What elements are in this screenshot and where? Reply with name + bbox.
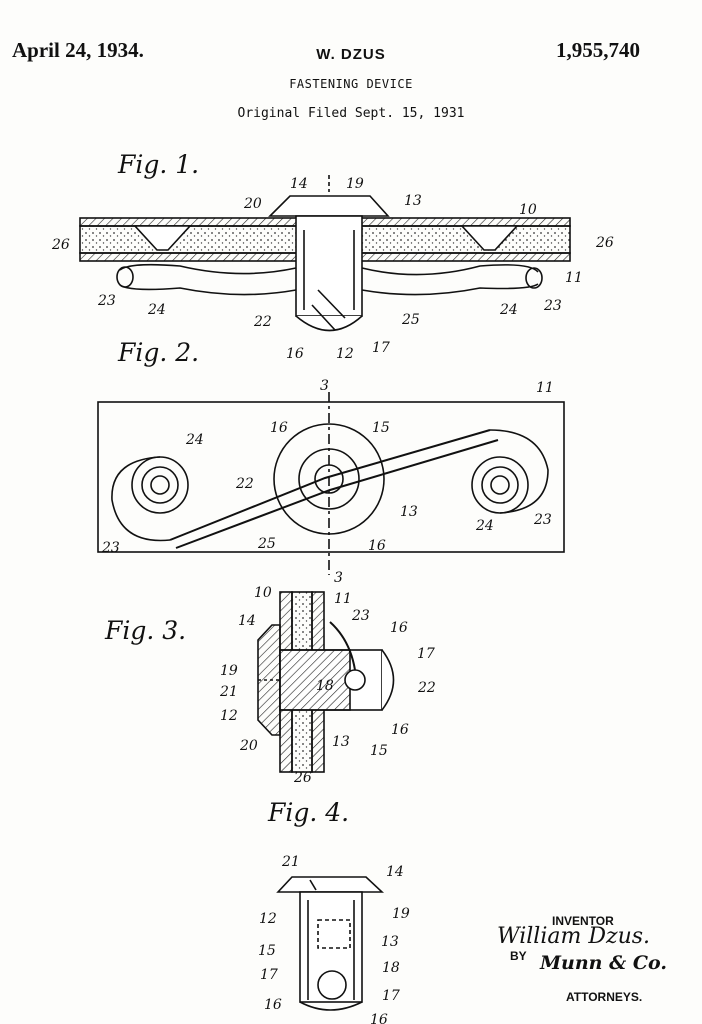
fig2-refs: 3 11 16 15 24 22 13 25 16 23 24 23 3 (101, 378, 554, 586)
fig3-stud-head (257, 624, 281, 736)
fig4-ref-21: 21 (281, 854, 300, 870)
fig4-ref-15: 15 (258, 943, 276, 959)
fig1-ref-22: 22 (253, 314, 272, 330)
fig1-drawing (79, 175, 571, 332)
fig2-ref-24-left: 24 (185, 432, 204, 448)
fig1-ref-24-left: 24 (147, 302, 166, 318)
fig2-ref-24-right: 24 (475, 518, 494, 534)
fig3-ref-17: 17 (417, 646, 435, 662)
fig4-refs: 21 14 12 19 15 13 17 18 16 17 16 (258, 854, 410, 1024)
fig4-ref-16-left: 16 (264, 997, 282, 1013)
fig1-left-countersink (133, 225, 192, 251)
fig3-ref-23: 23 (351, 608, 370, 624)
fig4-label: Fig. 4. (268, 798, 350, 827)
fig2-ref-23-right: 23 (533, 512, 552, 528)
fig1-spring-left (119, 263, 297, 275)
fig1-ref-12: 12 (336, 346, 354, 362)
fig1-ref-23-left: 23 (97, 293, 116, 309)
fig3-ref-16-bottom: 16 (391, 722, 409, 738)
fig4-ref-17-right: 17 (382, 988, 400, 1004)
fig2-ref-15: 15 (372, 420, 390, 436)
fig1-ref-16: 16 (286, 346, 304, 362)
fig1-ref-10: 10 (519, 202, 537, 218)
fig2-ref-11: 11 (536, 380, 554, 396)
fig1-ref-14: 14 (290, 176, 308, 192)
patent-number: 1,955,740 (556, 38, 640, 62)
fig3-ref-16-top: 16 (390, 620, 408, 636)
fig1-ref-24-right: 24 (499, 302, 518, 318)
fig3-ref-15: 15 (370, 743, 388, 759)
fig2-ref-16-top: 16 (270, 420, 288, 436)
fig4-drawing (276, 876, 385, 1011)
inventor-name: William Dzus. (497, 924, 651, 949)
fig1-ref-25: 25 (401, 312, 420, 328)
fig3-ref-12: 12 (220, 708, 238, 724)
attorneys-label: ATTORNEYS. (566, 990, 643, 1004)
inventor-label: INVENTOR (552, 914, 614, 928)
by-label: BY (510, 949, 527, 963)
fig4-ref-13: 13 (381, 934, 399, 950)
fig1-refs: 14 19 20 13 10 26 26 11 23 24 22 16 12 1… (51, 176, 614, 362)
fig1-ref-20: 20 (243, 196, 262, 212)
fig1-ref-26-right: 26 (595, 235, 614, 251)
fig3-stud-tip (381, 649, 395, 711)
fig3-refs: 10 11 14 23 16 17 19 21 18 22 12 16 20 1… (219, 585, 436, 786)
fig2-plate-outline (97, 401, 565, 553)
fig2-left-coil (131, 456, 189, 514)
fig2-ref-3-top: 3 (320, 378, 329, 394)
fig2-ref-16-bottom: 16 (368, 538, 386, 554)
fig4-ref-17-left: 17 (260, 967, 278, 983)
fig3-ref-10: 10 (254, 585, 272, 601)
fig3-ref-19: 19 (220, 663, 238, 679)
fig1-spring-right (361, 283, 539, 296)
fig4-ref-16-right: 16 (370, 1012, 388, 1024)
fig3-ref-26: 26 (293, 770, 312, 786)
fig2-ref-13: 13 (400, 504, 418, 520)
fig3-ref-11: 11 (334, 591, 352, 607)
fig4-ref-12: 12 (259, 911, 277, 927)
fig4-stud-head (276, 876, 385, 893)
fig1-label: Fig. 1. (118, 150, 200, 179)
fig1-stud-head (268, 195, 390, 217)
fig4-ref-14: 14 (386, 864, 404, 880)
fig2-stud-outer (273, 423, 385, 535)
fig2-ref-25: 25 (257, 536, 276, 552)
patent-date: April 24, 1934. (12, 38, 144, 62)
fig2-stud-inner (298, 448, 360, 510)
fig3-ref-21: 21 (219, 684, 238, 700)
fig4-ref-19: 19 (392, 906, 410, 922)
fig4-ref-18: 18 (382, 960, 400, 976)
fig2-ref-23-left: 23 (101, 540, 120, 556)
fig1-ref-26-left: 26 (51, 237, 70, 253)
fig3-label: Fig. 3. (105, 616, 187, 645)
filing-date: Original Filed Sept. 15, 1931 (237, 106, 465, 121)
patent-title: FASTENING DEVICE (289, 77, 413, 91)
fig1-ref-11: 11 (565, 270, 583, 286)
fig1-ref-13: 13 (404, 193, 422, 209)
fig3-ref-20: 20 (239, 738, 258, 754)
fig1-ref-17: 17 (372, 340, 390, 356)
fig3-drawing (257, 591, 395, 773)
fig1-right-countersink (460, 225, 519, 251)
fig2-ref-22: 22 (235, 476, 254, 492)
fig1-ref-23-right: 23 (543, 298, 562, 314)
fig3-ref-18: 18 (316, 678, 334, 694)
fig1-stud-body (295, 215, 363, 317)
fig4-cross-hole (317, 970, 347, 1000)
fig2-ref-3-bottom: 3 (334, 570, 343, 586)
inventor-short-name: W. DZUS (316, 46, 386, 63)
fig1-ref-19: 19 (346, 176, 364, 192)
fig2-right-coil (471, 456, 529, 514)
fig2-label: Fig. 2. (118, 338, 200, 367)
fig2-drawing (97, 392, 565, 575)
attorney-signature: Munn & Co. (540, 952, 667, 974)
fig3-ref-14: 14 (238, 613, 256, 629)
fig3-ref-22: 22 (417, 680, 436, 696)
fig3-ref-13: 13 (332, 734, 350, 750)
